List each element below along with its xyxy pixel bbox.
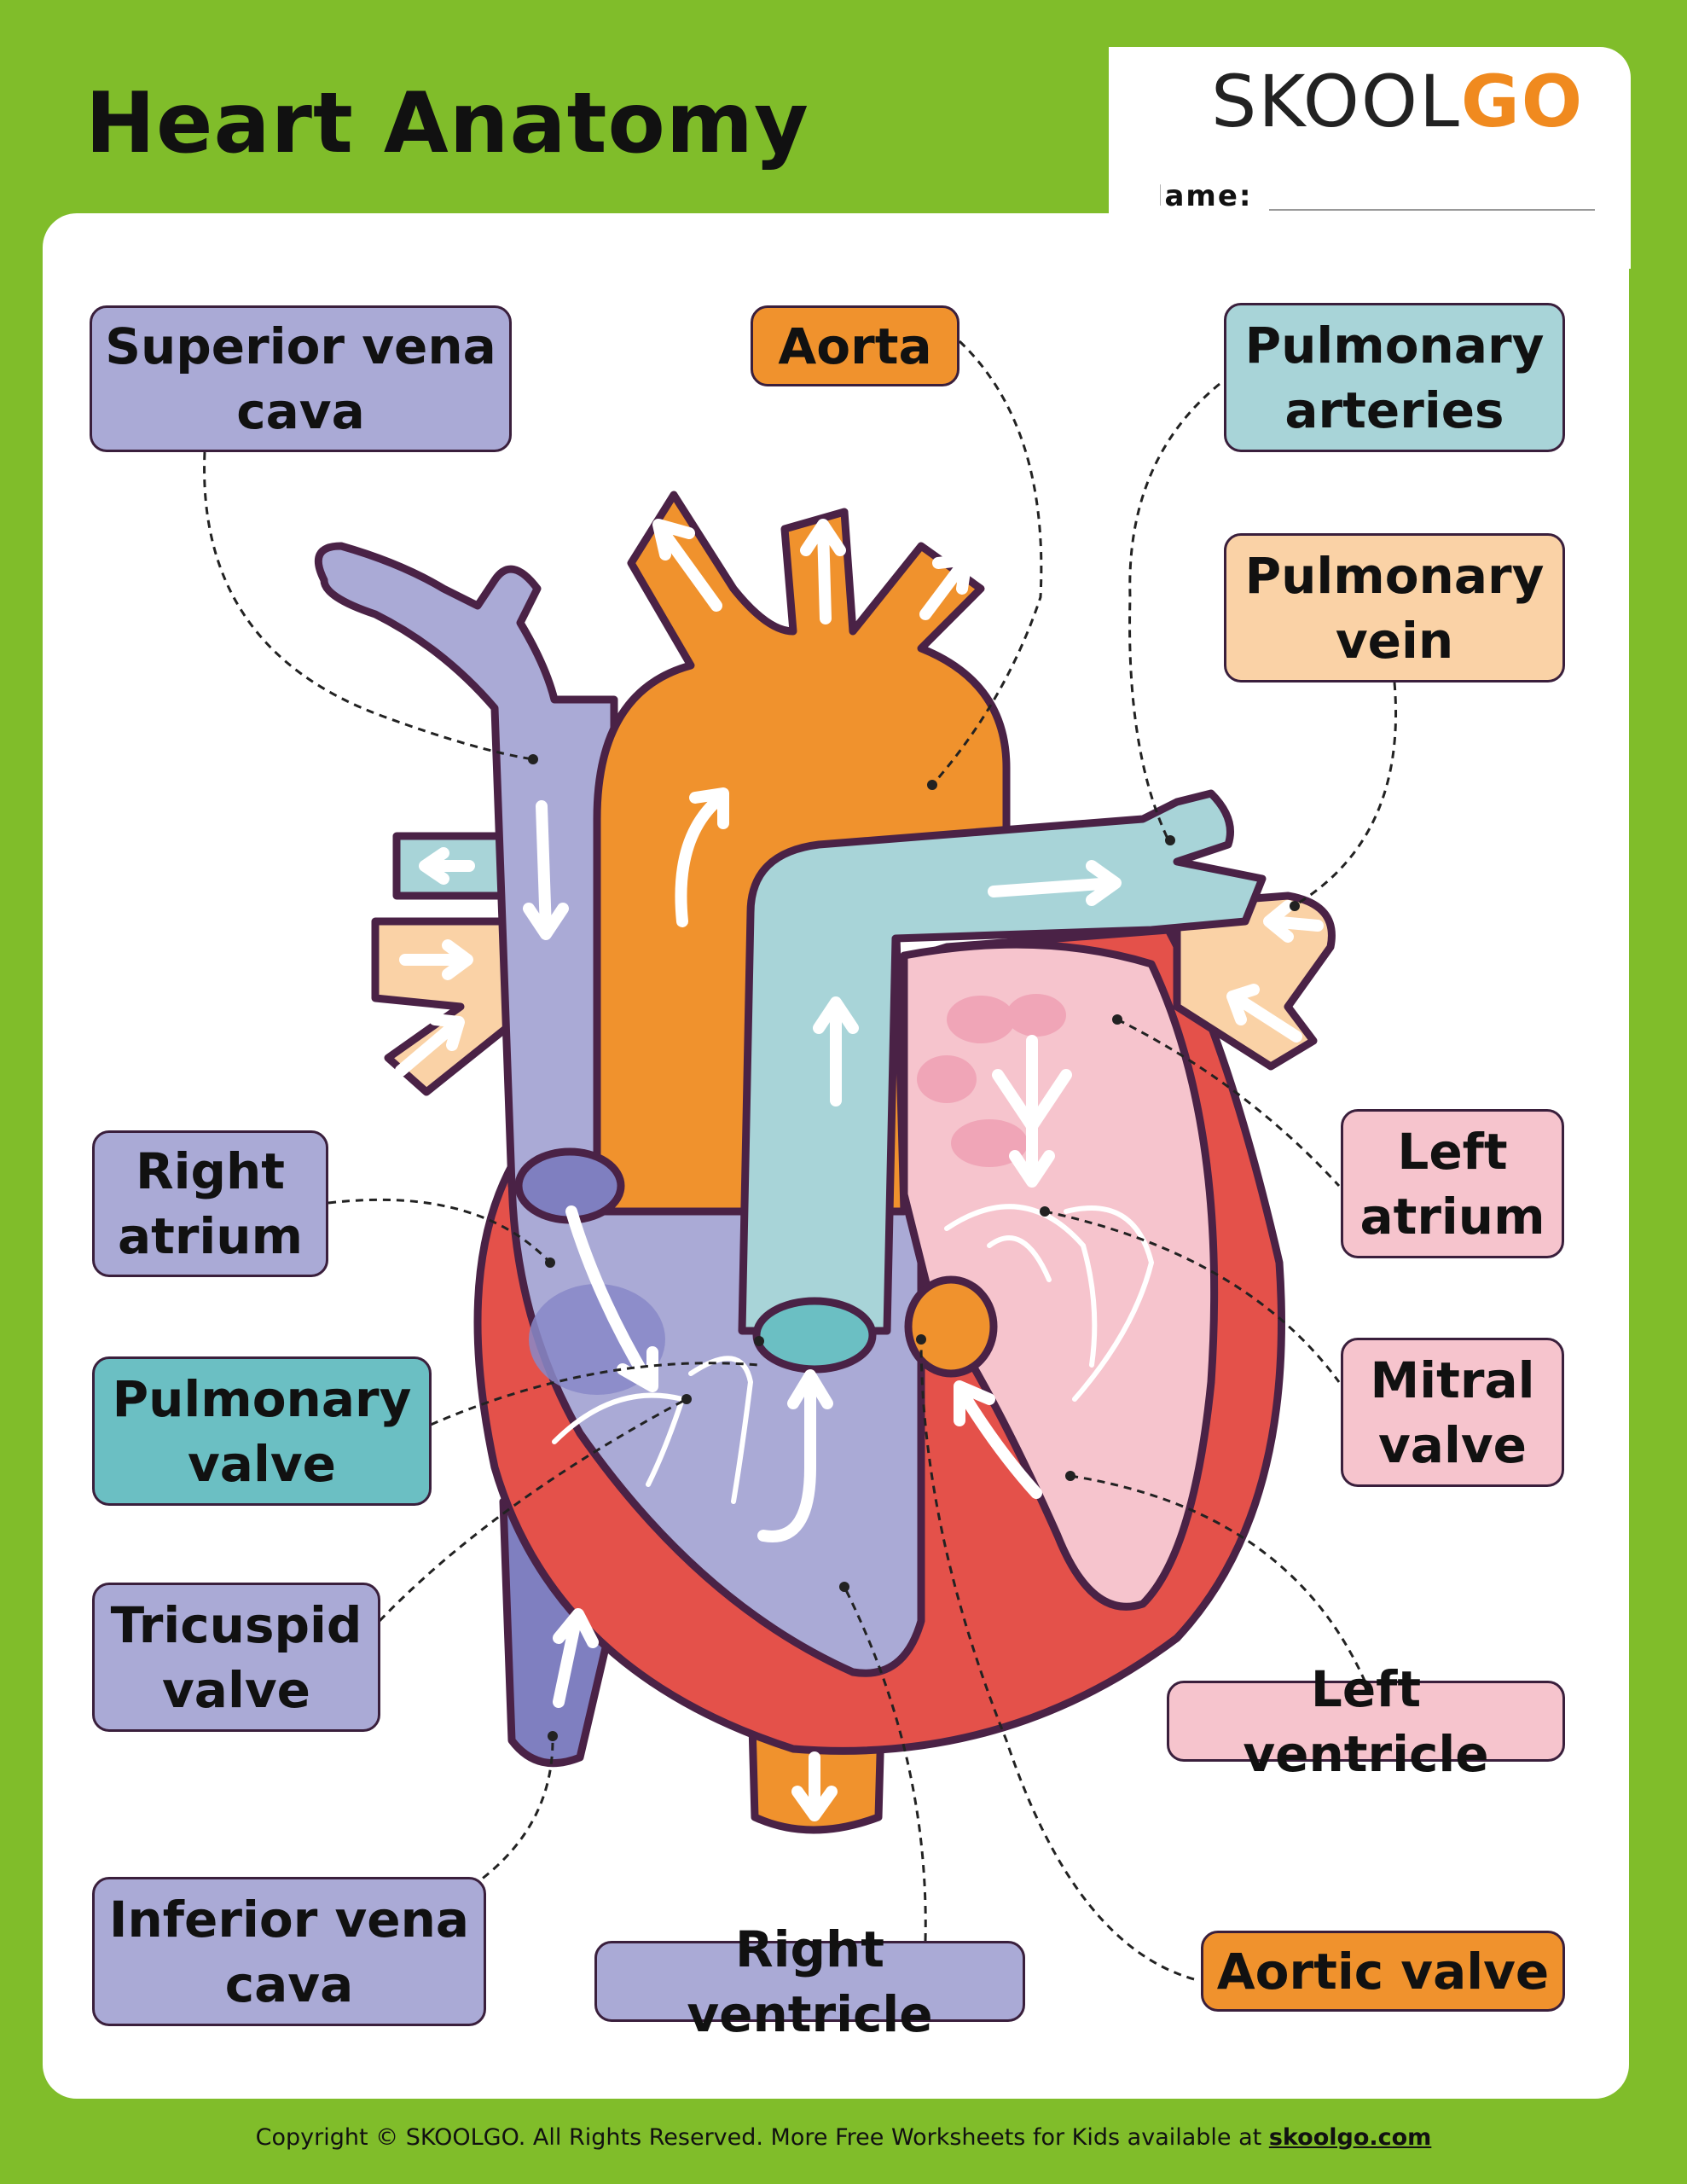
left-atrium-lobe-3 (917, 1055, 977, 1103)
heart-diagram (203, 47, 1398, 1981)
leader-mitral-valve (1044, 1210, 1341, 1383)
flow-arrow-la (992, 1035, 1072, 1188)
tricuspid-leaflet-1 (552, 1392, 686, 1487)
flow-arrow-pv-left-2 (395, 1014, 465, 1077)
flow-arrow-pv-left-3 (419, 847, 475, 885)
superior-vena-cava-shape (314, 542, 618, 1190)
leader-left-atrium (1116, 1018, 1341, 1188)
leader-dot-aorta (927, 780, 937, 790)
flow-arrow-aorta (675, 787, 729, 927)
mitral-leaflet-1 (944, 1204, 1098, 1368)
label-left-ventricle: Left ventricle (1167, 1660, 1565, 1783)
leader-dot-left-ventricle (1065, 1471, 1075, 1481)
flow-arrow-top-1 (652, 519, 722, 612)
leader-inferior-vena-cava (460, 1735, 554, 1896)
header-tab-slope (1058, 47, 1160, 273)
leader-dot-left-atrium (1112, 1014, 1122, 1025)
mitral-leaflet-2 (1064, 1205, 1155, 1402)
leader-dot-inferior-vena-cava (548, 1731, 558, 1741)
leader-aorta (932, 340, 1043, 784)
footer: Copyright © SKOOLGO. All Rights Reserved… (0, 2124, 1687, 2151)
flow-arrow-rv (757, 1369, 833, 1542)
leader-left-ventricle (1070, 1474, 1366, 1682)
leader-dot-superior-vena-cava (528, 754, 538, 764)
label-tricuspid-valve: Tricuspid valve (92, 1583, 380, 1732)
flow-arrow-pulm-up (813, 996, 859, 1107)
flow-arrow-lv (954, 1380, 1042, 1499)
flow-arrow-ra (565, 1205, 658, 1392)
leader-dot-tricuspid-valve (681, 1394, 692, 1404)
leader-aortic-valve (919, 1339, 1195, 1981)
leader-dot-pulmonary-valve (754, 1336, 764, 1346)
label-aorta: Aorta (751, 305, 959, 386)
leader-superior-vena-cava (203, 451, 534, 761)
leader-dot-mitral-valve (1040, 1206, 1050, 1217)
leader-tricuspid-valve (378, 1397, 687, 1623)
aortic-valve-ellipse (904, 1275, 998, 1378)
label-left-atrium: Left atrium (1341, 1109, 1564, 1258)
flow-arrow-svc (523, 800, 569, 940)
label-aortic-valve: Aortic valve (1201, 1931, 1565, 2012)
flow-arrow-pv-left-1 (399, 939, 473, 980)
flow-arrow-desc (791, 1751, 838, 1821)
label-mitral-valve: Mitral valve (1341, 1338, 1564, 1487)
left-atrium-lobe-4 (951, 1119, 1028, 1167)
pulmonary-valve-ellipse (752, 1297, 877, 1374)
label-pulmonary-valve: Pulmonary valve (92, 1356, 432, 1506)
leader-pulmonary-arteries (1128, 382, 1220, 841)
leader-dot-right-ventricle (839, 1582, 849, 1592)
flow-arrow-pv-right-2 (1226, 984, 1302, 1043)
label-right-atrium: Right atrium (92, 1130, 328, 1277)
flow-arrow-top-3 (919, 554, 972, 620)
logo-accent-text: GO (1460, 60, 1585, 143)
leader-dot-right-atrium (545, 1258, 555, 1268)
footer-text: Copyright © SKOOLGO. All Rights Reserved… (255, 2124, 1269, 2151)
left-chamber-shape (900, 940, 1219, 1611)
tricuspid-leaflet-2 (688, 1356, 754, 1504)
leader-right-ventricle (843, 1586, 927, 1942)
flow-arrow-pv-right-1 (1263, 900, 1324, 943)
footer-link[interactable]: skoolgo.com (1268, 2124, 1432, 2151)
pulmonary-trunk-shape (738, 789, 1267, 1335)
left-atrium-lobe-1 (947, 996, 1015, 1043)
flow-arrow-pulm-right (988, 860, 1122, 906)
flow-arrow-ivc (553, 1608, 599, 1708)
label-superior-vena-cava: Superior vena cava (90, 305, 512, 452)
leader-pulmonary-valve (430, 1362, 760, 1426)
mitral-leaflet-3 (987, 1235, 1052, 1282)
leader-dot-aortic-valve (916, 1334, 926, 1345)
leader-dot-pulmonary-vein (1290, 901, 1300, 911)
flow-arrow-top-2 (800, 519, 846, 624)
name-input-line[interactable] (1269, 209, 1595, 211)
leader-pulmonary-vein (1296, 682, 1398, 906)
left-atrium-lobe-2 (1006, 994, 1066, 1037)
leader-dot-pulmonary-arteries (1165, 835, 1175, 845)
skoolgo-logo: SKOOLGO (1211, 60, 1584, 143)
label-pulmonary-vein: Pulmonary vein (1224, 533, 1565, 682)
label-pulmonary-arteries: Pulmonary arteries (1224, 303, 1565, 452)
leader-right-atrium (328, 1198, 552, 1264)
label-inferior-vena-cava: Inferior vena cava (92, 1877, 486, 2026)
label-right-ventricle: Right ventricle (594, 1920, 1025, 2043)
page-title: Heart Anatomy (85, 75, 809, 172)
logo-main-text: SKOOL (1211, 60, 1461, 143)
